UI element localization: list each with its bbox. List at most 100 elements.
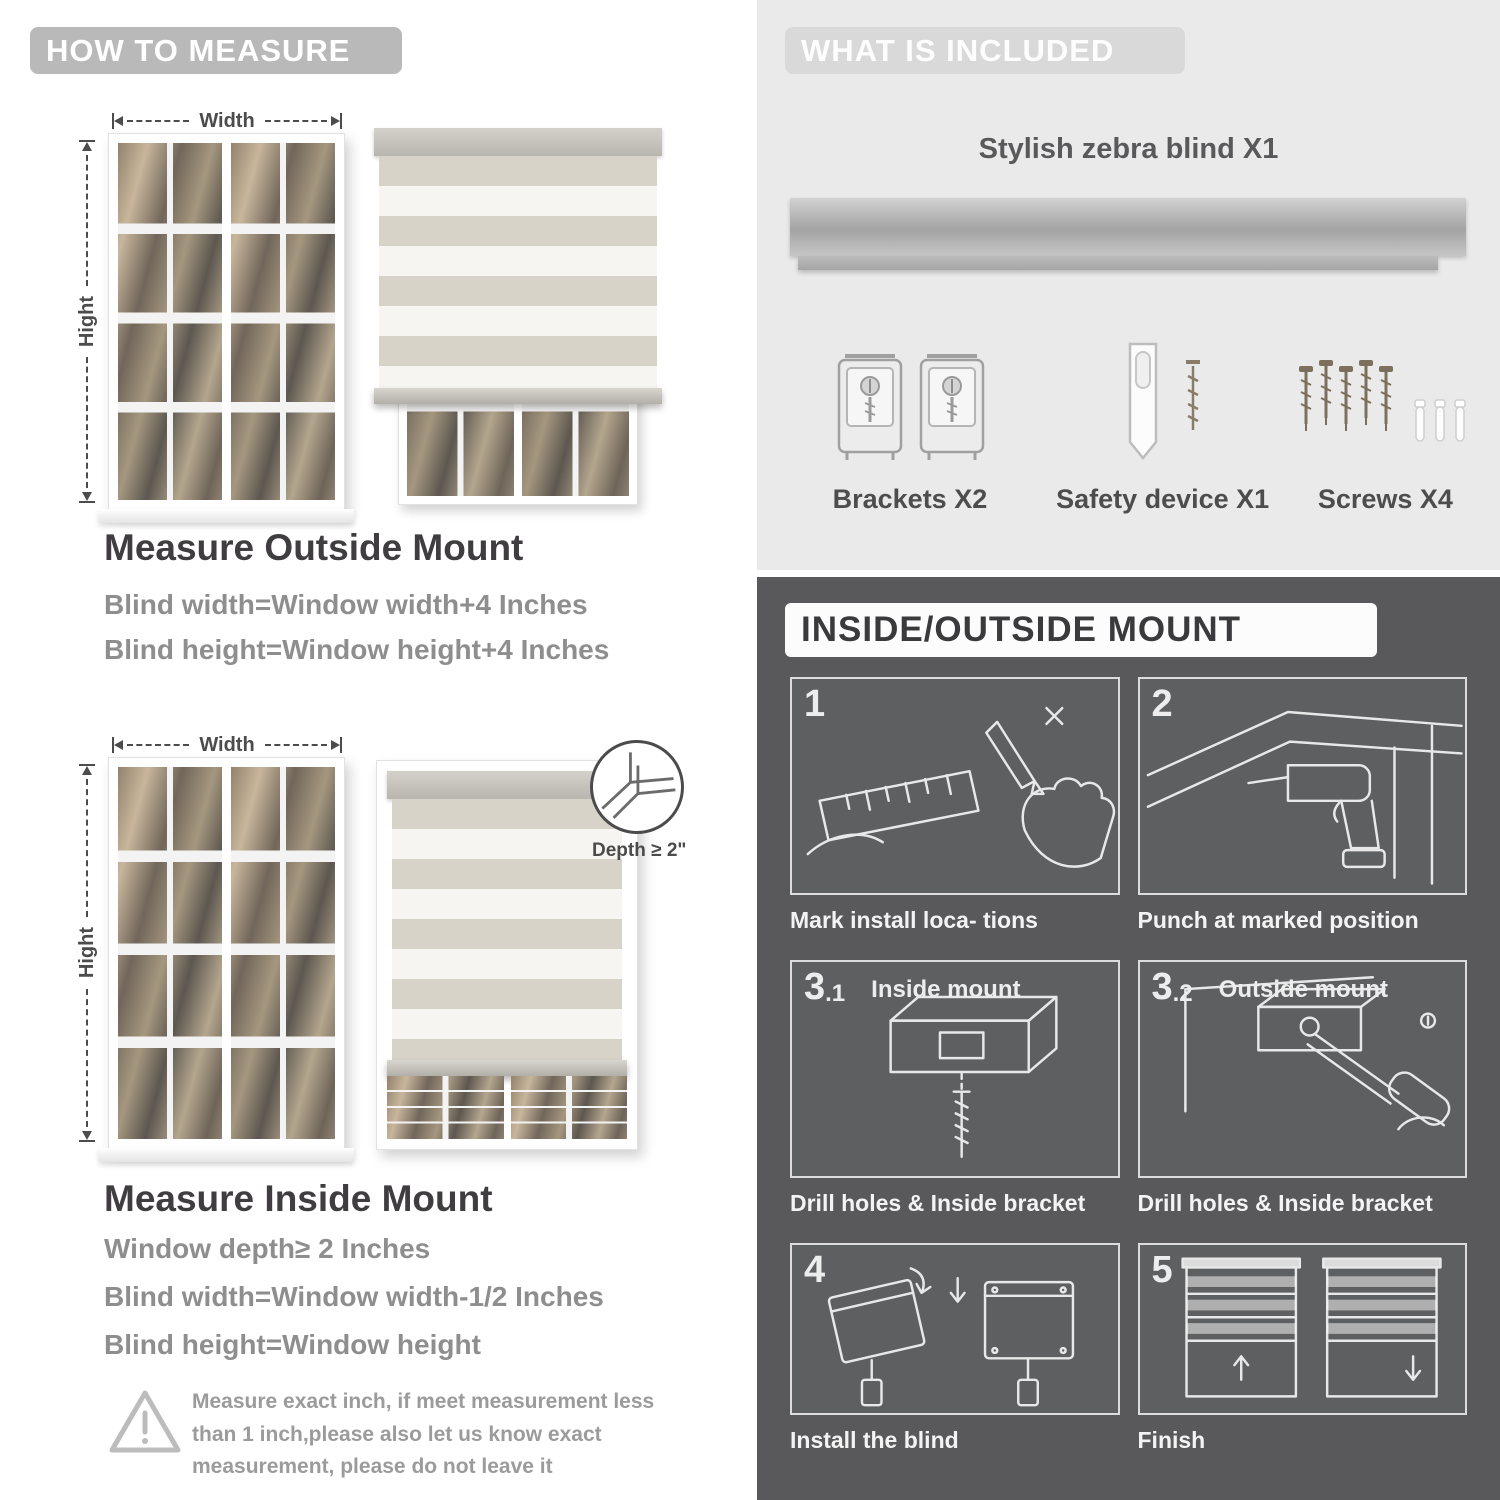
brackets-label: Brackets X2 [832, 484, 988, 514]
up-arrowhead-icon [82, 766, 92, 775]
step-5: 5 [1137, 1243, 1467, 1454]
zebra-blind-outside-illustration [374, 128, 662, 505]
safety-device-illustration [1128, 342, 1200, 460]
screws-label: Screws X4 [1317, 484, 1453, 514]
drill-illustration [1146, 710, 1463, 885]
measure-tick [340, 113, 343, 129]
step-number: 3 [804, 966, 826, 1008]
zebra-blind [387, 771, 627, 1076]
height-label: Hight [75, 295, 98, 348]
zebra-blind [374, 128, 662, 404]
outside-mount-line2: Blind height=Window height+4 Inches [104, 634, 610, 665]
blind-bottom-rail [387, 1060, 627, 1076]
window-illustration-inside [99, 757, 354, 1162]
step-4-panel: 4 [790, 1243, 1120, 1415]
measure-tick [79, 501, 95, 503]
step-5-panel: 5 [1137, 1243, 1467, 1415]
step-3-2-caption: Drill holes & Inside bracket [1137, 1190, 1433, 1216]
right-arrowhead-icon [331, 740, 341, 750]
blind-stripes [379, 156, 657, 388]
what-is-included-section: WHAT IS INCLUDED Stylish zebra blind X1 [757, 0, 1500, 570]
zebra-blind-inside-illustration [376, 760, 638, 1150]
safety-device-label: Safety device X1 [1056, 484, 1270, 514]
measure-tick [79, 764, 95, 766]
mark-locations-illustration [806, 706, 1116, 868]
window-sash [387, 1076, 504, 1139]
measure-tick [112, 737, 114, 753]
outside-mount-line1: Blind width=Window width+4 Inches [104, 589, 588, 620]
down-arrowhead-icon [82, 492, 92, 501]
outside-mount-heading: Measure Outside Mount [104, 527, 524, 568]
inside-mount-line1: Window depth≥ 2 Inches [104, 1233, 431, 1264]
outside-bracket-illustration [1183, 976, 1450, 1131]
window-sash [510, 1076, 627, 1139]
step-number: 1 [804, 683, 826, 725]
window-illustration-outside [99, 133, 354, 523]
install-blind-illustration [827, 1267, 1075, 1407]
step-1-caption: Mark install loca- tions [790, 907, 1038, 933]
depth-callout [590, 740, 684, 834]
blind-bottom-rail [374, 388, 662, 404]
step-3-1-caption: Drill holes & Inside bracket [790, 1190, 1086, 1216]
width-measure-arrow-outside: Width [112, 109, 343, 132]
measure-tick [79, 1140, 95, 1142]
how-to-measure-header: HOW TO MEASURE [30, 27, 402, 74]
warning-icon [109, 1390, 181, 1453]
measure-tick [112, 113, 114, 129]
step-3-2: 3 .2 Outside mount [1137, 960, 1467, 1217]
dashed-line [86, 988, 88, 1127]
dashed-line [264, 744, 328, 746]
window-corner-zoom-illustration [601, 752, 676, 819]
depth-label: Depth ≥ 2" [592, 840, 687, 861]
step-subnumber: .1 [825, 980, 846, 1007]
window-sash [118, 143, 222, 500]
inside-mount-heading: Measure Inside Mount [104, 1178, 493, 1219]
step-title: Outside mount [1218, 976, 1388, 1003]
step-4: 4 [790, 1243, 1120, 1454]
left-arrowhead-icon [114, 740, 123, 750]
dashed-line [86, 155, 88, 286]
step-2-panel: 2 [1137, 677, 1467, 895]
zebra-blind-headrail-illustration [790, 198, 1466, 270]
blind-cassette [374, 128, 662, 156]
how-to-measure-section: HOW TO MEASURE Width Hight [0, 0, 745, 1500]
step-number: 5 [1151, 1249, 1173, 1291]
finish-illustration [1180, 1257, 1442, 1398]
step-subnumber: .2 [1172, 980, 1193, 1007]
dashed-line [127, 744, 190, 746]
what-is-included-header: WHAT IS INCLUDED [785, 27, 1185, 74]
step-1-panel: 1 [790, 677, 1120, 895]
screws-item: Screws X4 [1292, 318, 1478, 515]
step-number: 4 [804, 1249, 826, 1291]
height-measure-arrow-outside: Hight [76, 140, 98, 503]
dashed-line [127, 120, 190, 122]
dashed-line [86, 779, 88, 918]
step-1: 1 Mark install loca- tions [790, 677, 1120, 934]
mount-header: INSIDE/OUTSIDE MOUNT [785, 603, 1377, 657]
inside-bracket-illustration [889, 995, 1058, 1159]
step-3-1: 3 .1 Inside mount [790, 960, 1120, 1217]
up-arrowhead-icon [82, 142, 92, 151]
down-arrowhead-icon [82, 1131, 92, 1140]
step-2: 2 Punch at marked po [1137, 677, 1467, 934]
width-label: Width [199, 733, 255, 756]
step-4-caption: Install the blind [790, 1427, 959, 1453]
dashed-line [264, 120, 328, 122]
step-5-caption: Finish [1137, 1427, 1206, 1453]
step-title: Inside mount [871, 976, 1021, 1003]
inside-mount-line2: Blind width=Window width-1/2 Inches [104, 1281, 604, 1312]
window-sash [231, 143, 335, 500]
mount-steps: 1 Mark install loca- tions [790, 677, 1467, 1480]
measure-tick [79, 140, 95, 142]
step-3-2-panel: 3 .2 Outside mount [1137, 960, 1467, 1178]
step-2-caption: Punch at marked position [1137, 907, 1419, 933]
brackets-item: Brackets X2 [787, 318, 1033, 515]
width-label: Width [199, 109, 255, 132]
blind-cassette [387, 771, 627, 799]
included-components: Brackets X2 Safety device X1 [787, 318, 1470, 515]
width-measure-arrow-inside: Width [112, 733, 343, 756]
inside-mount-line3: Blind height=Window height [104, 1329, 481, 1360]
warning-text: Measure exact inch, if meet measurement … [192, 1390, 655, 1479]
step-number: 2 [1151, 683, 1173, 725]
safety-device-item: Safety device X1 [1033, 318, 1293, 515]
